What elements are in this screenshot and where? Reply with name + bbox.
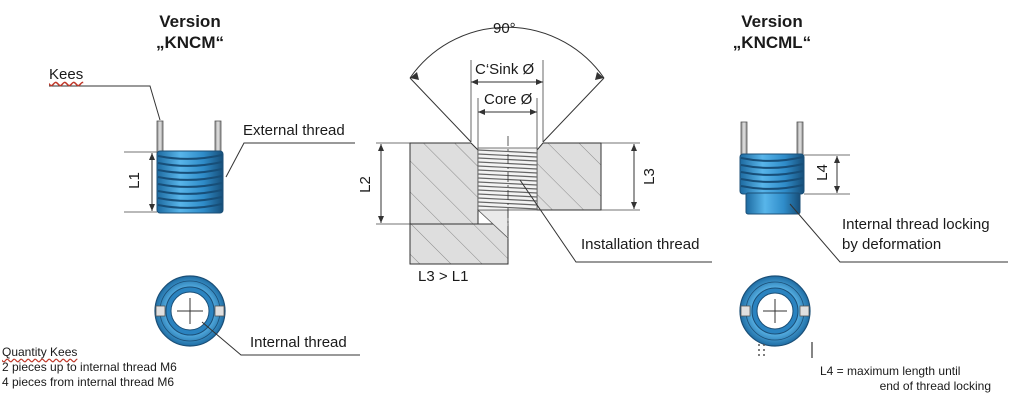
kncml-title-line2: „KNCML“	[732, 33, 812, 52]
top-kee-left	[155, 305, 166, 317]
installation-section	[376, 26, 712, 265]
dotted-marker-icon	[758, 344, 765, 356]
kncm-title-line1: Version	[159, 12, 221, 31]
hole-thread-line	[477, 201, 538, 206]
core-label: Core Ø	[484, 91, 533, 108]
angle-label: 90°	[493, 20, 516, 37]
external-thread-leader	[225, 142, 355, 178]
dim-l4-label: L4	[813, 164, 831, 181]
hole-thread-line	[477, 193, 538, 198]
kncml-external-thread	[740, 156, 804, 190]
dim-l2-label: L2	[356, 176, 374, 193]
thread-ridge	[740, 156, 804, 162]
kncm-external-thread	[157, 154, 223, 209]
hole-thread-line	[477, 153, 538, 158]
top-kee-right	[214, 305, 225, 317]
thread-ridge	[157, 161, 223, 167]
quantity-heading: Quantity Kees	[2, 345, 78, 359]
quantity-note: Quantity Kees 2 pieces up to internal th…	[2, 345, 177, 390]
internal-thread-leader	[201, 321, 360, 356]
hole-thread-line	[477, 177, 538, 182]
csink-label: C‘Sink Ø	[475, 61, 535, 78]
kncm-body	[156, 150, 224, 214]
hole-thread-line	[477, 157, 538, 162]
condition-label: L3 > L1	[418, 268, 469, 285]
workpiece-lower	[409, 223, 509, 265]
hole-thread-line	[477, 169, 538, 174]
workpiece-right	[536, 142, 602, 211]
thread-ridge	[157, 182, 223, 188]
installation-thread-leader	[519, 179, 712, 263]
thread-ridge	[740, 184, 804, 190]
kee-left	[156, 120, 164, 154]
kncm-top-view	[154, 275, 360, 356]
hole-thread-line	[477, 181, 538, 186]
hole-thread-line	[477, 197, 538, 202]
kncm-title-line2: „KNCM“	[156, 33, 224, 52]
kncml-kee-left	[740, 121, 748, 158]
kncm-title: Version „KNCM“	[140, 11, 240, 53]
installation-thread-label: Installation thread	[581, 236, 700, 253]
installation-thread-hatching	[477, 149, 538, 210]
kncml-locking-collar	[745, 192, 801, 215]
locking-leader	[789, 203, 1008, 263]
hole-thread-line	[477, 185, 538, 190]
quantity-line1: 2 pieces up to internal thread M6	[2, 360, 177, 374]
l4-note-line2: end of thread locking	[879, 379, 991, 393]
kees-label: Kees	[49, 66, 84, 83]
kncml-top-view	[739, 275, 813, 358]
external-thread-label: External thread	[243, 122, 345, 139]
kncml-title: Version „KNCML“	[720, 11, 824, 53]
kncml-top-kee-left	[740, 305, 751, 317]
dim-l3-label: L3	[640, 168, 658, 185]
kees-leader	[49, 85, 161, 121]
workpiece-left	[409, 142, 479, 225]
hole-thread-line	[477, 173, 538, 178]
kee-right	[214, 120, 222, 154]
hole-thread-line	[477, 165, 538, 170]
hole-thread-line	[477, 161, 538, 166]
locking-label-line1: Internal thread locking	[842, 216, 990, 233]
countersink-angle-arc	[409, 26, 605, 79]
kncml-kee-right	[796, 121, 804, 158]
kncm-side-view	[49, 85, 355, 214]
thread-ridge	[157, 189, 223, 195]
kncml-side-view	[739, 121, 1008, 263]
thread-ridge	[740, 170, 804, 176]
kncml-title-line1: Version	[741, 12, 803, 31]
l4-note-line1: L4 = maximum length until	[820, 364, 961, 378]
locking-label-line2: by deformation	[842, 236, 942, 253]
thread-ridge	[157, 175, 223, 181]
hole-thread-line	[477, 205, 538, 210]
quantity-line2: 4 pieces from internal thread M6	[2, 375, 175, 389]
hole-thread-line	[477, 189, 538, 194]
thread-ridge	[740, 163, 804, 169]
thread-ridge	[157, 196, 223, 202]
kncml-top-kee-right	[799, 305, 810, 317]
internal-thread-label: Internal thread	[250, 334, 347, 351]
thread-ridge	[157, 154, 223, 160]
thread-ridge	[740, 177, 804, 183]
l4-note: L4 = maximum length until end of thread …	[820, 364, 991, 394]
thread-ridge	[157, 203, 223, 209]
thread-ridge	[157, 168, 223, 174]
hole-thread-line	[477, 149, 538, 154]
dim-l1-label: L1	[125, 172, 143, 189]
